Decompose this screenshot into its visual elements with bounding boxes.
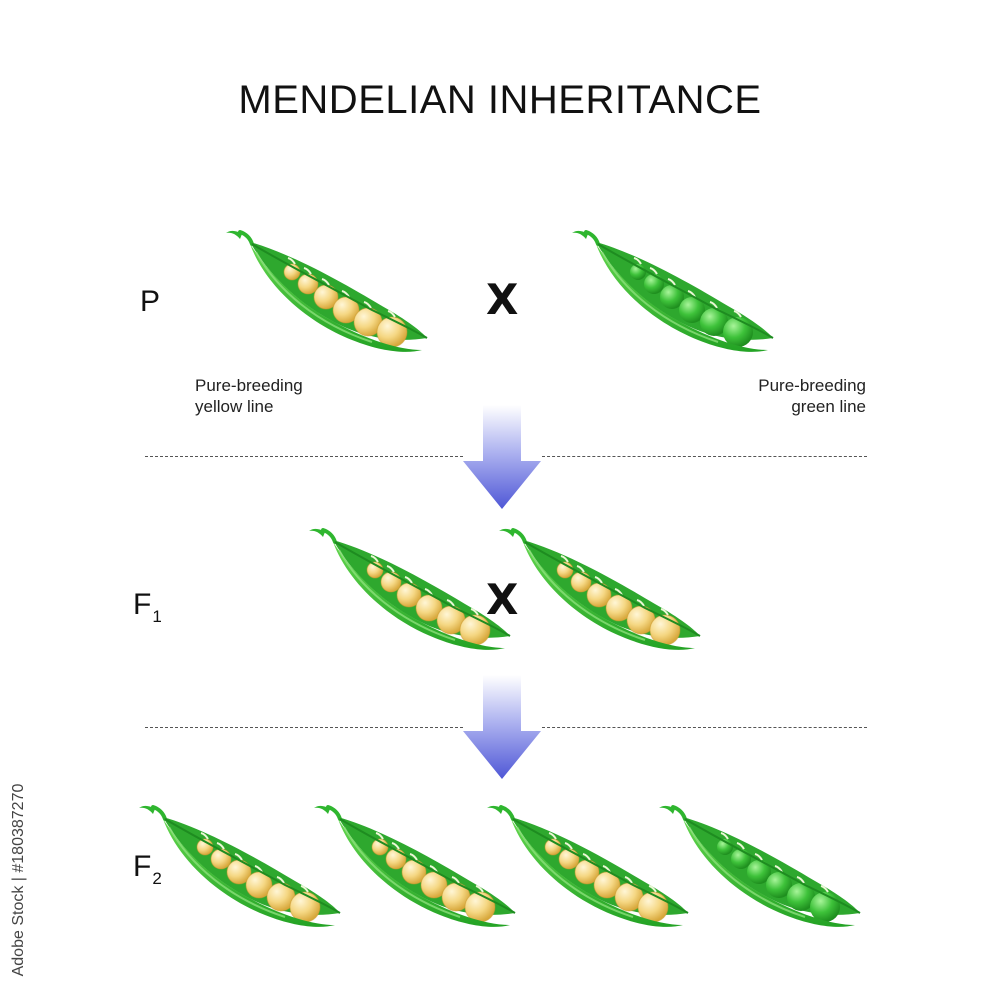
generation-f1-subscript: 1 (152, 607, 162, 626)
generation-f1-letter: F (133, 588, 152, 621)
divider-left-1 (145, 456, 463, 457)
pea-pod-yellow (222, 222, 432, 367)
pea-pod-yellow (310, 797, 520, 942)
divider-right-2 (542, 727, 867, 728)
caption-yellow-line-1: Pure-breeding (195, 376, 303, 395)
stock-watermark: Adobe Stock | #180387270 (4, 760, 34, 1000)
pea-pod-yellow (135, 797, 345, 942)
caption-green-line: Pure-breeding green line (726, 375, 866, 417)
caption-yellow-line-2: yellow line (195, 397, 274, 416)
generation-f1-label: F1 (133, 588, 162, 627)
caption-green-line-1: Pure-breeding (758, 376, 866, 395)
generation-f2-letter: F (133, 850, 152, 883)
pea-pod-yellow (483, 797, 693, 942)
down-arrow-icon (461, 675, 543, 780)
caption-yellow-line: Pure-breeding yellow line (195, 375, 303, 417)
cross-symbol-f1: X (486, 575, 519, 624)
down-arrow-icon (461, 405, 543, 510)
generation-p-letter: P (140, 285, 161, 318)
caption-green-line-2: green line (791, 397, 866, 416)
pea-pod-green (568, 222, 778, 367)
diagram-title: MENDELIAN INHERITANCE (238, 78, 762, 122)
generation-p-label: P (140, 285, 160, 319)
pea-pod-yellow (305, 520, 515, 665)
pea-pod-yellow (495, 520, 705, 665)
divider-left-2 (145, 727, 463, 728)
cross-symbol-p: X (486, 275, 519, 324)
pea-pod-green (655, 797, 865, 942)
watermark-text: Adobe Stock | #180387270 (10, 783, 27, 977)
generation-f2-subscript: 2 (152, 869, 162, 888)
divider-right-1 (542, 456, 867, 457)
generation-f2-label: F2 (133, 850, 162, 889)
